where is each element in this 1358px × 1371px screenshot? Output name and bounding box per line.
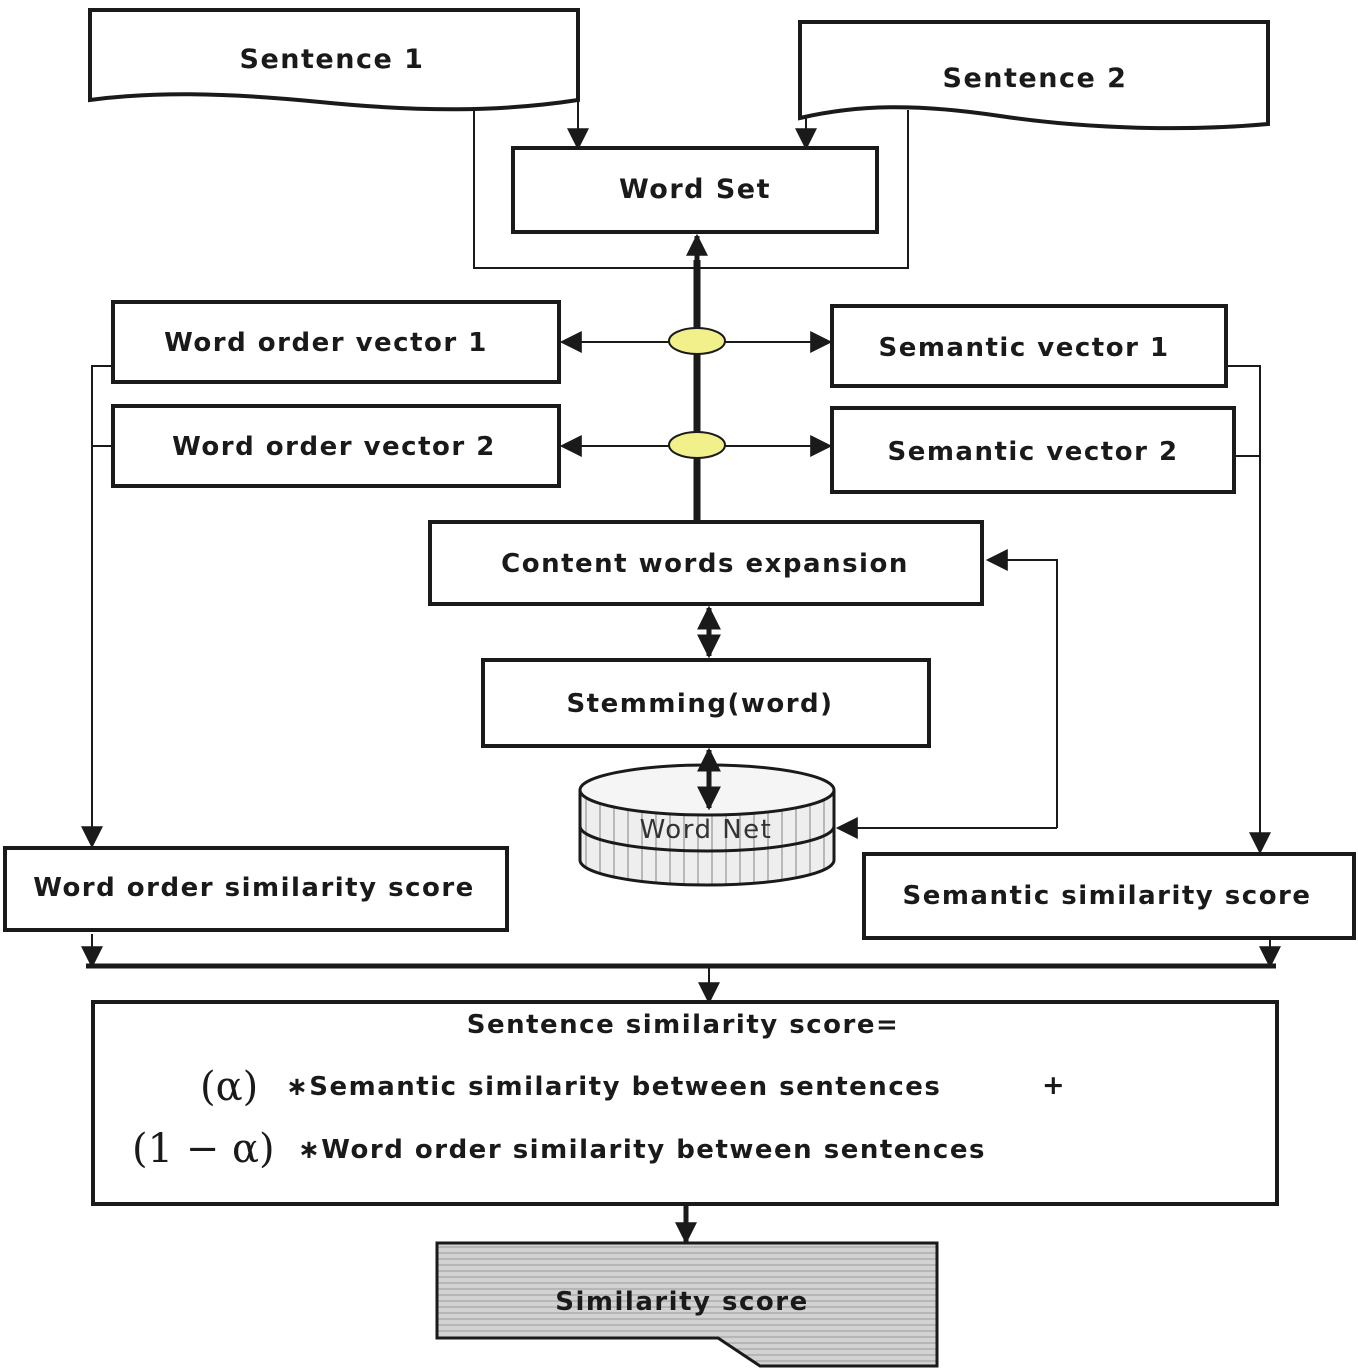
word-order-similarity-score-node: Word order similarity score [3, 846, 509, 932]
stemming-node: Stemming(word) [481, 658, 931, 748]
word-order-vector-2-node: Word order vector 2 [111, 404, 561, 488]
word-order-vector-1-label: Word order vector 1 [164, 328, 488, 358]
formula-alpha: (α) [200, 1064, 258, 1110]
wordnet-label: Word Net [640, 815, 773, 845]
word-order-vector-2-label: Word order vector 2 [172, 432, 496, 462]
wordnet-database-node: Word Net [578, 763, 836, 887]
semantic-similarity-score-node: Semantic similarity score [862, 852, 1356, 940]
semantic-vector-2-label: Semantic vector 2 [887, 437, 1178, 467]
semantic-similarity-score-label: Semantic similarity score [902, 881, 1311, 911]
sentence-similarity-formula-node: Sentence similarity score= (α) ∗Semantic… [91, 1000, 1279, 1206]
content-words-expansion-label: Content words expansion [501, 549, 909, 579]
formula-line-1: ∗Semantic similarity between sentences [286, 1072, 941, 1102]
semantic-vector-1-label: Semantic vector 1 [878, 333, 1169, 363]
formula-line-2: ∗Word order similarity between sentences [298, 1135, 986, 1165]
right-collector-line [1226, 365, 1271, 855]
word-set-node: Word Set [511, 146, 879, 234]
feedback-line [985, 549, 1058, 828]
similarity-score-label: Similarity score [555, 1287, 808, 1317]
word-order-similarity-score-label: Word order similarity score [33, 873, 475, 903]
left-collector-line [81, 365, 113, 849]
content-words-expansion-node: Content words expansion [428, 520, 984, 606]
word-set-label: Word Set [619, 174, 771, 205]
sentence-1-label: Sentence 1 [240, 44, 425, 75]
sentence-2-node: Sentence 2 [798, 20, 1270, 131]
junction-oval-1 [668, 327, 726, 355]
formula-one-minus-alpha: (1 − α) [132, 1126, 275, 1172]
sentence-1-node: Sentence 1 [88, 8, 580, 112]
formula-title: Sentence similarity score= [467, 1010, 900, 1040]
sentence-2-label: Sentence 2 [943, 63, 1128, 94]
stemming-label: Stemming(word) [566, 689, 833, 719]
sentence-bracket-line [473, 108, 909, 269]
junction-oval-2 [668, 431, 726, 459]
semantic-vector-1-node: Semantic vector 1 [830, 304, 1228, 388]
semantic-vector-2-node: Semantic vector 2 [830, 406, 1236, 494]
similarity-score-output-node: Similarity score [435, 1241, 939, 1368]
word-order-vector-1-node: Word order vector 1 [111, 300, 561, 384]
formula-plus: + [1042, 1070, 1066, 1101]
